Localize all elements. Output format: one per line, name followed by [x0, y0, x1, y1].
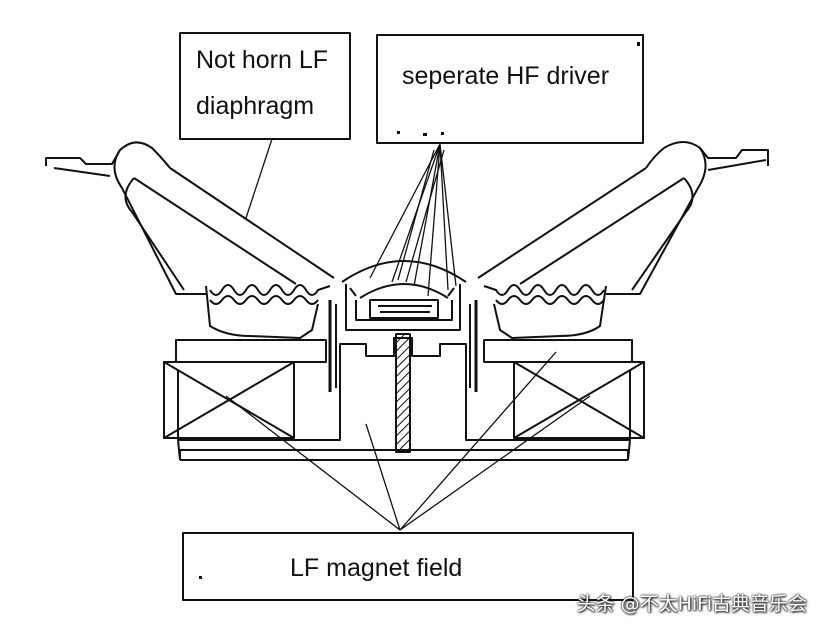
magnet-field-label-box: [182, 532, 634, 601]
center-pole: [395, 333, 411, 453]
left-top-plate: [175, 339, 327, 363]
right-frame: [477, 141, 769, 339]
hf-driver-label: seperate HF driver: [402, 62, 610, 90]
lf-voice-coil: [328, 300, 478, 392]
lf-diaphragm-label: Not horn LF diaphragm: [196, 46, 329, 120]
right-top-plate: [483, 339, 633, 363]
stray-dots: [199, 42, 640, 579]
lf-diaphragm-label-box: [179, 32, 351, 140]
watermark: 头条 @不太HiFi古典音乐会: [576, 593, 807, 615]
left-magnet: [163, 361, 295, 461]
leader-lines: [225, 138, 591, 531]
magnet-field-label: LF magnet field: [290, 554, 463, 582]
hf-driver-label-box: [376, 34, 644, 144]
hf-driver-assembly: [341, 260, 467, 331]
left-frame: [45, 141, 335, 339]
